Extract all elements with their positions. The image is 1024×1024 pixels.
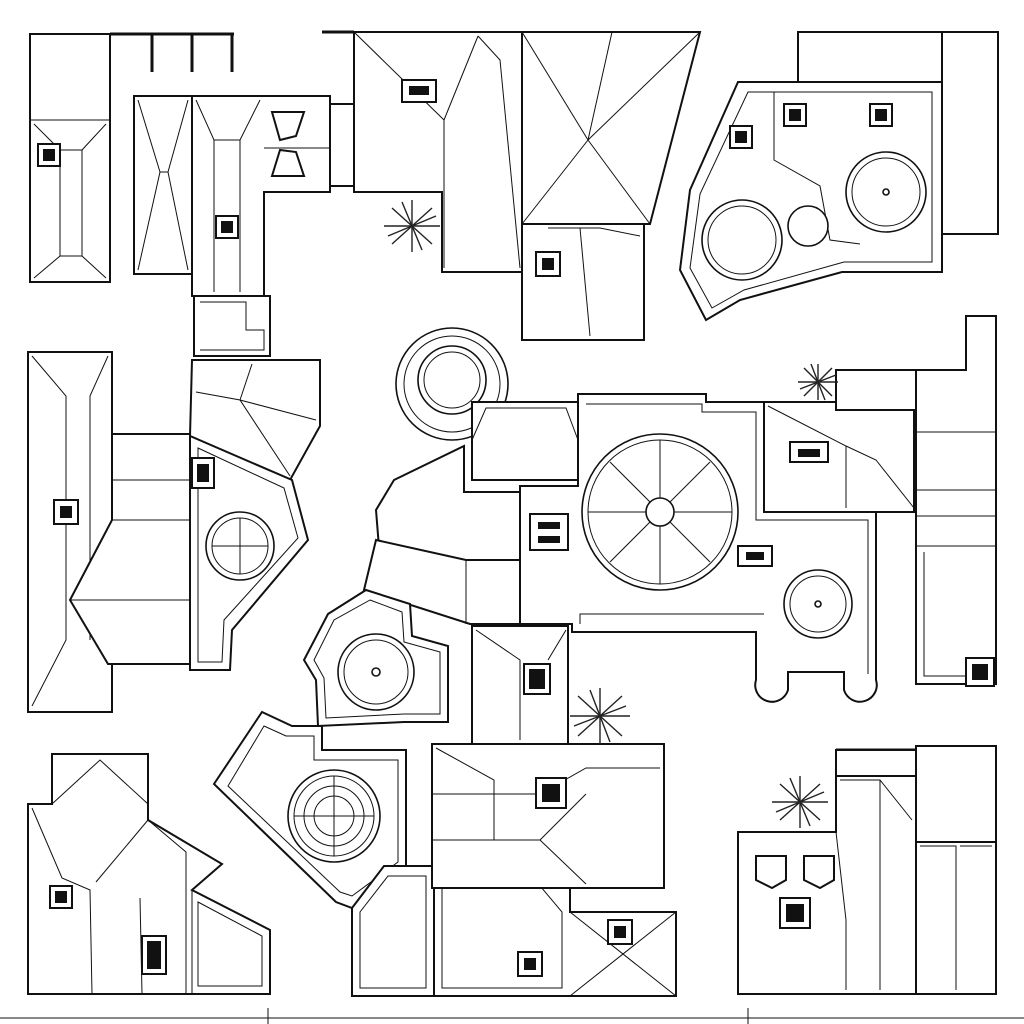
chimney-icon (43, 149, 55, 161)
vent-icon (538, 536, 560, 543)
chimney-icon (409, 86, 429, 95)
vent-icon (798, 449, 820, 457)
chimney-icon (735, 131, 747, 143)
roof-block-top-left (29, 32, 234, 283)
chimney-icon (972, 664, 988, 680)
chimney-icon (614, 926, 626, 938)
chimney-icon (529, 669, 545, 689)
tree-icon (772, 776, 828, 828)
tree-icon (384, 200, 440, 252)
roof-block-middle-left (27, 351, 321, 713)
tree-icon (570, 688, 630, 744)
chimney-icon (60, 506, 72, 518)
roof-block-top-right (678, 31, 999, 322)
chimney-icon (524, 958, 536, 970)
roof-block-center-left-small (302, 588, 569, 745)
roof-block-bottom-center-left (212, 710, 677, 997)
chimney-icon (789, 109, 801, 121)
roof-block-center (362, 315, 997, 703)
chimney-icon (875, 109, 887, 121)
vent-icon (538, 522, 560, 529)
roof-block-top-left-center (133, 95, 355, 357)
chimney-icon (542, 258, 554, 270)
chimney-icon (147, 941, 161, 969)
vent-icon (746, 552, 764, 560)
chimney-icon (221, 221, 233, 233)
roof-block-bottom-left (27, 753, 271, 995)
chimney-icon (786, 904, 804, 922)
chimney-icon (542, 784, 560, 802)
sheet-border (0, 1008, 1024, 1024)
chimney-icon (197, 464, 209, 482)
roof-block-top-center (322, 30, 702, 341)
roof-block-bottom-right (737, 745, 997, 995)
chimney-icon (55, 891, 67, 903)
tree-icon (798, 363, 838, 401)
